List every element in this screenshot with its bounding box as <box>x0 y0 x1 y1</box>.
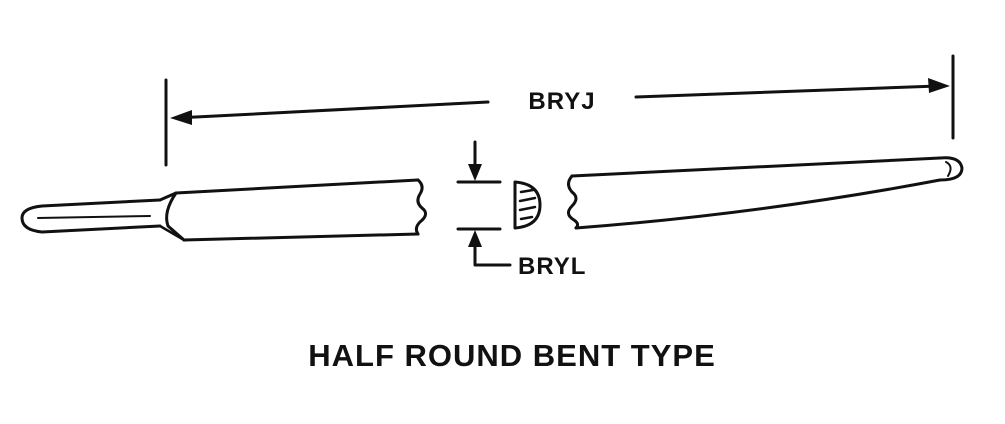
thickness-dimension: BRYL <box>456 140 586 280</box>
file-body-top-edge-left <box>174 178 420 195</box>
length-dimension: BRYJ <box>164 54 955 167</box>
length-dimension-line-right <box>634 84 940 99</box>
length-dimension-line-left <box>174 100 490 120</box>
length-arrow-right <box>928 78 950 93</box>
thickness-leader <box>473 242 512 267</box>
length-dimension-label: BRYJ <box>528 88 595 115</box>
file-body-top-edge-right <box>570 156 942 178</box>
file-body-bottom-edge-left <box>182 232 420 242</box>
file-right-section <box>567 156 964 230</box>
cross-section-outline <box>513 180 542 230</box>
thickness-arrow-top <box>468 164 482 181</box>
file-body-bottom-edge-right <box>574 178 942 230</box>
file-tang <box>20 198 162 234</box>
file-tip-inner <box>945 161 952 177</box>
file-tip <box>938 156 964 182</box>
cross-section-hatch-3 <box>518 205 537 212</box>
thickness-arrow-bottom <box>468 230 482 247</box>
cross-section-hatch-2 <box>518 196 537 203</box>
file-shoulder-edge <box>158 224 186 242</box>
file-tang-inner-line <box>37 215 151 219</box>
cross-section-hatch-1 <box>519 188 535 194</box>
cross-section-hatch-4 <box>519 215 534 221</box>
file-break-line-right <box>567 174 580 230</box>
file-left-section <box>20 178 427 242</box>
file-break-line-left <box>414 178 427 236</box>
length-arrow-left <box>170 110 192 125</box>
diagram-caption: HALF ROUND BENT TYPE <box>308 338 716 373</box>
half-round-cross-section <box>513 180 542 230</box>
thickness-dimension-label: BRYL <box>518 253 586 280</box>
